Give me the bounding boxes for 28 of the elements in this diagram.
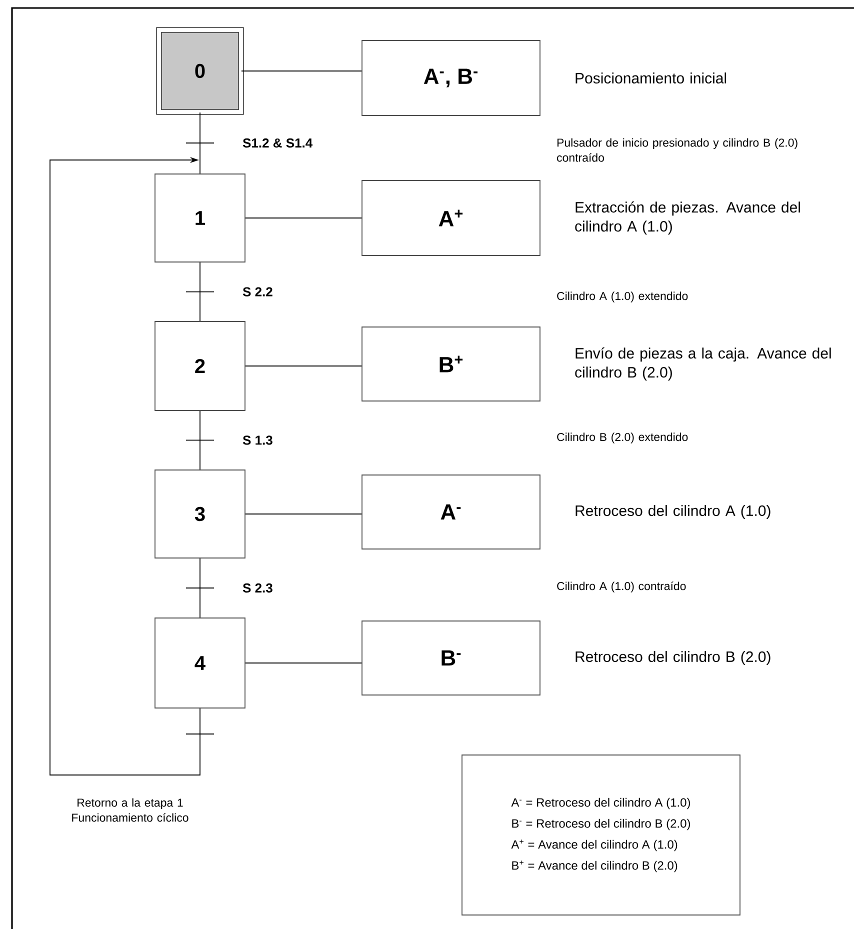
step-description: Extracción de piezas. Avance del cilindro A (1.0): [575, 201, 800, 235]
connector-line: [245, 662, 362, 664]
condition-text: Cilindro A (1.0) contraído: [557, 582, 686, 592]
action-box: A$^{+}$: [362, 180, 540, 256]
action-box: A$^{-}$, B$^{-}$: [362, 40, 540, 116]
condition-text: Cilindro A (1.0) extendido: [557, 292, 688, 302]
edge-label: S 2.2: [242, 287, 272, 296]
action-box: B$^{-}$: [362, 620, 540, 696]
edge-label: S 2.3: [242, 583, 272, 593]
step-box: 3: [154, 470, 246, 558]
step-description: Envío de piezas a la caja. Avance del cilindro B (2.0): [575, 347, 831, 381]
condition-text: Cilindro B (2.0) extendido: [557, 432, 688, 444]
return-arrow: [50, 156, 200, 776]
edge-label: S 1.3: [242, 436, 272, 445]
step-description: Retroceso del cilindro B (2.0): [576, 651, 770, 665]
step-box: 4: [154, 618, 246, 708]
initial-step-box: 0: [156, 27, 244, 115]
step-description: Posicionamiento inicial: [576, 72, 726, 84]
step-box: 1: [154, 174, 246, 262]
edge-label: S1.2 & S1.4: [242, 138, 313, 148]
condition-text: Pulsador de inicio presionado y cilindro B (2.0) contraído: [557, 138, 798, 162]
key-box: A$^{-}$ = Retroceso del cilindro A (1.0) B$^{-}$ = Retroceso del cilindro B (2.0) A$^{+}$ = Avance del cilindro A (1.0) B$^{+}$ = Avance del cilindro B (2.0): [462, 754, 740, 916]
step-description: Retroceso del cilindro A (1.0): [576, 505, 770, 519]
step-box: 2: [154, 321, 246, 411]
action-box: B$^{+}$: [362, 326, 540, 402]
note-text: Retorno a la etapa 1 Funcionamiento cíclico: [72, 798, 188, 822]
action-box: A$^{-}$: [362, 474, 540, 550]
connector-line: [241, 70, 362, 72]
